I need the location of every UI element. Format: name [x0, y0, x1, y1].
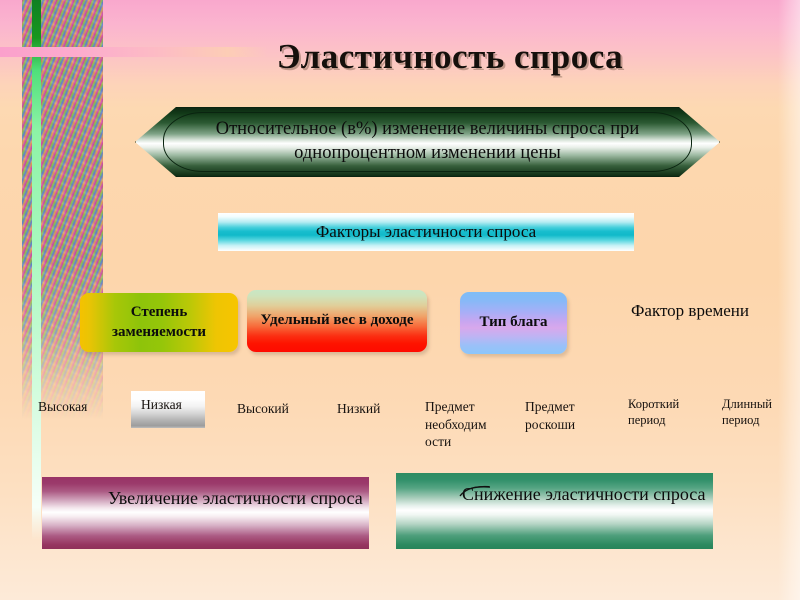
factor-label-time: Фактор времени: [630, 301, 750, 320]
decorative-green-stripe: [32, 0, 41, 540]
outcome-label-high-substitutability: Высокая: [38, 399, 88, 414]
page-title: Эластичность спроса: [276, 37, 624, 76]
outcome-label-low-income-share: Низкий: [337, 401, 381, 416]
definition-banner-shape: [135, 107, 720, 177]
outcome-label-long-period: Длинный период: [722, 397, 772, 428]
definition-banner: Относительное (в%) изменение величины сп…: [135, 107, 720, 177]
factors-header-label: Факторы эластичности спроса: [315, 222, 537, 241]
factor-box-good-type[interactable]: Тип блага: [460, 292, 567, 354]
factor-box-substitutability[interactable]: Степень заменяемости: [80, 293, 238, 352]
outcome-label-low-substitutability: Низкая: [131, 391, 205, 428]
factor-box-income-share[interactable]: Удельный вес в доходе: [247, 290, 427, 352]
decorative-pink-bar: [0, 47, 268, 57]
outcome-label-necessity-good: Предмет необходим ости: [425, 399, 487, 450]
outcome-label-luxury-good: Предмет роскоши: [525, 399, 576, 432]
outcome-label-high-income-share: Высокий: [237, 401, 289, 416]
conclusion-bar-increase: Увеличение эластичности спроса: [42, 477, 369, 549]
outcome-label-short-period: Короткий период: [628, 397, 680, 428]
definition-text: Относительное (в%) изменение величины сп…: [215, 119, 640, 163]
conclusion-bar-decrease: Снижение эластичности спроса: [396, 473, 713, 549]
decorative-right-glow: [778, 0, 800, 600]
factors-header-band: Факторы эластичности спроса: [218, 213, 634, 251]
